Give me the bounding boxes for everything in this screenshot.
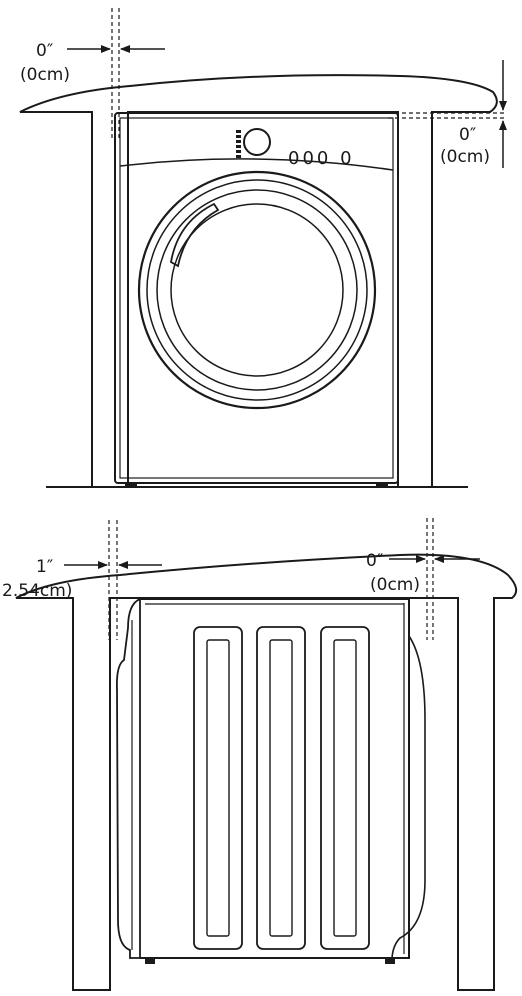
front-clearance-cm: 2.54cm) [2, 581, 72, 601]
door-handle [170, 202, 220, 268]
side-foot-rear [385, 958, 395, 964]
rear-clearance-cm: (0cm) [370, 575, 420, 595]
foot-right [376, 483, 388, 488]
front-clearance-inches: 1″ [36, 557, 53, 577]
top-clearance-inches: 0″ [459, 125, 476, 145]
foot-left [125, 483, 137, 488]
dryer-door-profile [115, 597, 141, 959]
door-ring-2 [146, 179, 368, 401]
side-panel-2 [256, 626, 306, 950]
front-countertop [19, 74, 498, 488]
dryer-rear-profile [391, 635, 426, 959]
rear-clearance-inches: 0″ [366, 551, 383, 571]
side-clearance-guides [111, 8, 120, 140]
dial-knob [243, 128, 271, 156]
door-outer-ring [137, 170, 377, 410]
side-panel-1 [193, 626, 243, 950]
dryer-front-inner-frame [119, 117, 394, 479]
door-ring-3 [156, 189, 358, 391]
rear-clearance-guides [426, 518, 434, 640]
top-clearance-cm: (0cm) [440, 147, 490, 167]
side-countertop [15, 553, 518, 991]
side-panel-3 [320, 626, 370, 950]
control-panel-edge [119, 158, 394, 171]
side-clearance-cm: (0cm) [20, 65, 70, 85]
side-clearance-inches: 0″ [36, 41, 53, 61]
dial-readout: 000 0 [288, 148, 355, 169]
front-view: 000 0 0″ (0cm) 0″ (0cm) [19, 8, 507, 488]
dryer-front-body [114, 112, 399, 484]
indicator-leds [236, 130, 241, 158]
side-foot-front [145, 958, 155, 964]
side-view: 1″ 2.54cm) 0″ (0cm) [2, 518, 518, 991]
door-glass [170, 203, 344, 377]
top-clearance-guides [388, 112, 505, 119]
front-clearance-guides [108, 520, 118, 640]
